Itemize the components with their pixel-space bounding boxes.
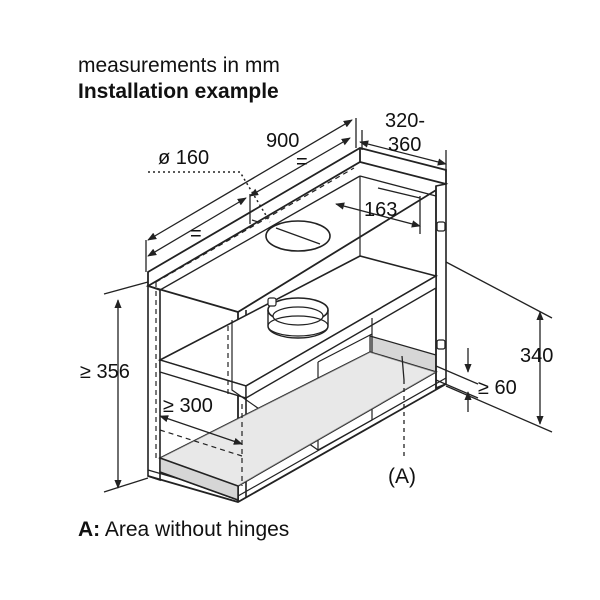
dim-min-clearance: ≥ 60 [478,377,517,399]
dim-duct-diameter: ø 160 [158,147,209,169]
legend-caption: A: Area without hinges [78,517,289,543]
cabinet-right-side [435,183,447,390]
dim-min-depth: ≥ 300 [163,395,213,417]
units-note: measurements in mm [78,54,280,77]
dim-equal-left: = [190,223,202,245]
dim-depth-bottom: 360 [388,134,421,156]
dim-min-height: ≥ 356 [80,361,130,383]
dim-depth-top: 320- [385,110,425,132]
legend-key: A: [78,518,101,541]
dim-equal-right: = [296,151,308,173]
dim-duct-offset: 163 [364,199,397,221]
dim-width: 900 [266,130,299,152]
legend-text: Area without hinges [104,518,290,541]
cabinet-left-side [147,284,161,482]
diagram-title: Installation example [78,80,279,103]
area-marker: (A) [388,465,416,488]
dim-height: 340 [520,345,553,367]
